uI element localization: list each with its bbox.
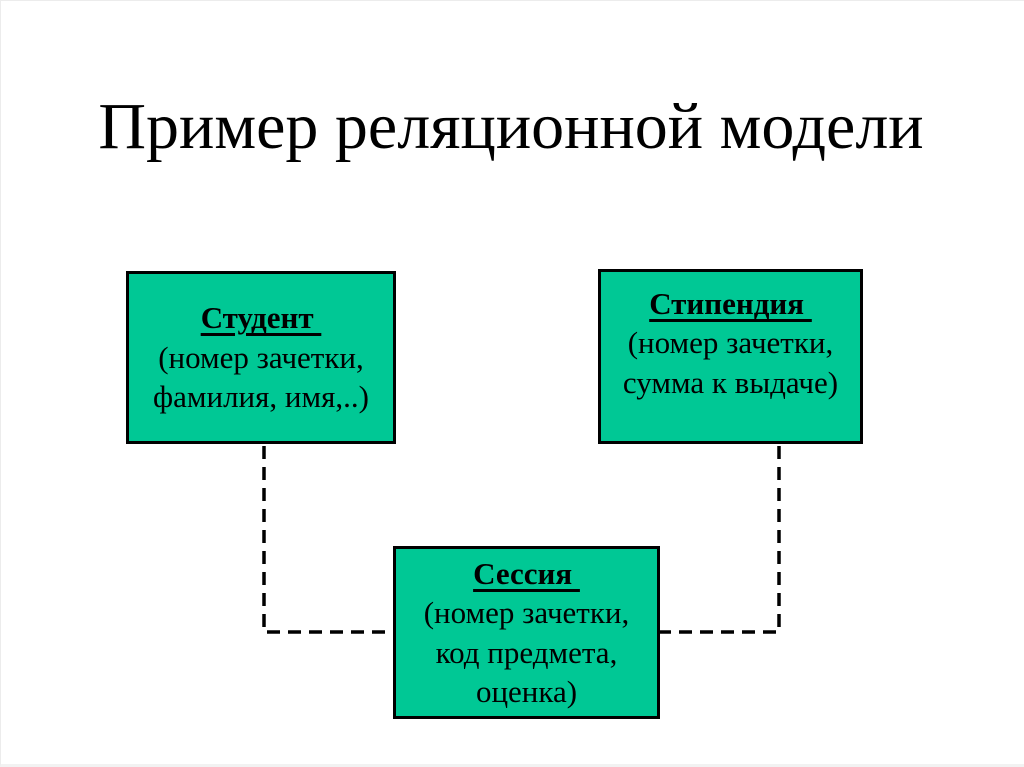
- entity-attributes-line: сумма к выдаче): [622, 364, 839, 400]
- entity-attributes-line: код предмета,: [435, 634, 618, 670]
- entity-title-session: Сессия: [473, 555, 580, 591]
- entity-box-session: Сессия (номер зачетки, код предмета, оце…: [393, 546, 660, 719]
- entity-box-student: Студент (номер зачетки, фамилия, имя,..): [126, 271, 396, 444]
- slide-title: Пример реляционной модели: [98, 90, 924, 163]
- entity-attributes-line: (номер зачетки,: [158, 339, 364, 375]
- connector-stipend-session: [657, 446, 781, 634]
- entity-attributes-line: фамилия, имя,..): [153, 379, 369, 415]
- entity-title-stipend: Стипендия: [649, 286, 812, 321]
- connector-student-session: [262, 446, 395, 634]
- entity-title-student: Студент: [200, 300, 322, 336]
- entity-attributes-line: (номер зачетки,: [423, 595, 630, 631]
- entity-attributes-line: (номер зачетки,: [627, 325, 834, 361]
- entity-attributes-line: оценка): [475, 673, 578, 709]
- entity-box-stipend: Стипендия (номер зачетки, сумма к выдаче…: [598, 269, 863, 444]
